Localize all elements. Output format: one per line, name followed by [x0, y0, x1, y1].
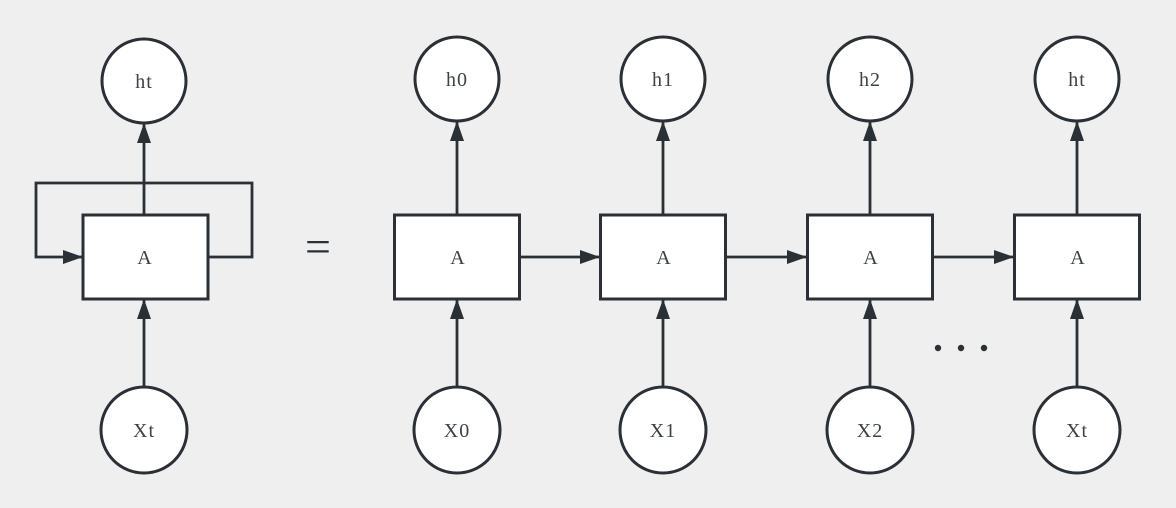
output-label: h0 — [446, 69, 468, 91]
output-node — [826, 35, 914, 123]
output-label: ht — [1068, 69, 1086, 91]
equals-sign: = — [305, 221, 331, 272]
cell-label: A — [656, 247, 671, 269]
ellipsis-dot — [980, 344, 988, 352]
unrolled-cell-0: h0 A X0 — [393, 35, 521, 475]
ellipsis — [934, 344, 988, 352]
input-node — [412, 385, 502, 475]
folded-input-node — [99, 385, 189, 475]
unrolled-rnn: h0 A X0 h1 A X1 h2 A X2 — [393, 35, 1141, 475]
input-label: Xt — [1066, 420, 1088, 442]
cell-label: A — [1070, 247, 1085, 269]
input-label: X0 — [444, 420, 470, 442]
output-label: h1 — [652, 69, 674, 91]
cell-box — [806, 213, 934, 301]
folded-rnn-cell: ht A Xt — [34, 37, 254, 475]
output-node — [1033, 35, 1121, 123]
cell-label: A — [863, 247, 878, 269]
input-node — [825, 385, 915, 475]
output-node — [619, 35, 707, 123]
folded-output-node — [100, 37, 188, 125]
cell-box — [1013, 213, 1141, 301]
unrolled-cell-2: h2 A X2 — [806, 35, 934, 475]
folded-cell-box — [81, 213, 210, 301]
cell-box — [393, 213, 521, 301]
output-label: h2 — [859, 69, 881, 91]
ellipsis-dot — [957, 344, 965, 352]
folded-input-label: Xt — [133, 420, 155, 442]
input-node — [618, 385, 708, 475]
unrolled-cell-3: ht A Xt — [1013, 35, 1141, 475]
output-node — [413, 35, 501, 123]
input-node — [1032, 385, 1122, 475]
cell-label: A — [450, 247, 465, 269]
cell-box — [599, 213, 727, 301]
folded-output-label: ht — [135, 71, 153, 93]
input-label: X1 — [650, 420, 676, 442]
unrolled-cell-1: h1 A X1 — [599, 35, 727, 475]
ellipsis-dot — [934, 344, 942, 352]
input-label: X2 — [857, 420, 883, 442]
folded-cell-label: A — [137, 247, 152, 269]
